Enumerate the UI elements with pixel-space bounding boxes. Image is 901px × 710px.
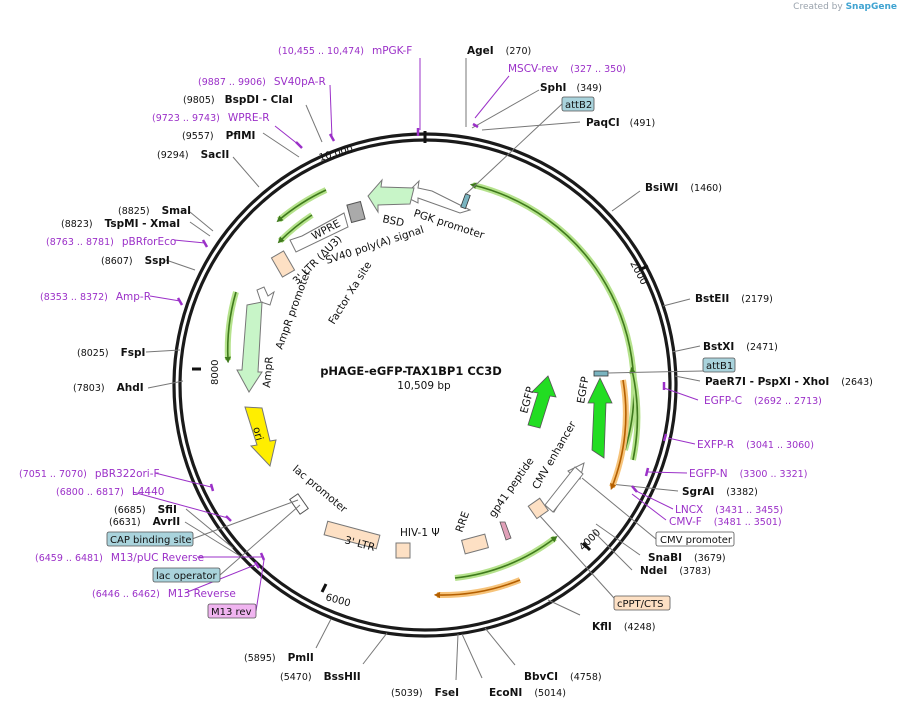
site-pflmi: (9557)PflMI: [182, 130, 255, 142]
site-kfli: KflI(4248): [592, 621, 655, 633]
hiv-label: HIV-1 Ψ: [400, 527, 440, 539]
site-bsshii: (5470)BssHII: [280, 671, 361, 683]
egfp-label-2: EGFP: [575, 376, 592, 405]
leader-lines: [145, 58, 701, 681]
rre-box: [460, 533, 490, 555]
attB1-mark: [593, 370, 609, 377]
ampr-promoter-arrow: [256, 286, 275, 306]
site-econi: EcoNI(5014): [489, 687, 566, 699]
primer-pbr322ori-f: (7051 .. 7070)pBR322ori-F: [19, 468, 160, 480]
lac-operator-box: [152, 567, 221, 583]
m13rev-text: M13 rev: [211, 607, 252, 618]
site-clai: (9805)BspDI - ClaI: [183, 94, 293, 106]
cmv-promoter-box: [655, 531, 735, 547]
primer-wpre-r: (9723 .. 9743)WPRE-R: [152, 112, 270, 124]
gp41-mark: [499, 521, 512, 541]
cppt-box: [613, 595, 671, 611]
attb2-box: [561, 96, 595, 112]
m13rev-box: [207, 603, 257, 619]
site-sgrai: SgrAI(3382): [682, 486, 758, 498]
primer-m13puc-reverse: (6459 .. 6481)M13/pUC Reverse: [35, 552, 204, 564]
primer-egfp-c: EGFP-C(2692 .. 2713): [704, 395, 822, 407]
plasmid-length: 10,509 bp: [397, 380, 451, 392]
primer-m13-reverse: (6446 .. 6462)M13 Reverse: [92, 588, 236, 600]
primer-amp-r: (8353 .. 8372)Amp-R: [40, 291, 151, 303]
ltr-box: [323, 520, 381, 550]
site-bstxi: BstXI(2471): [703, 341, 778, 353]
site-sfii: (6685)SfiI: [114, 504, 177, 516]
hiv-box: [395, 542, 411, 559]
cmv-promoter-text: CMV promoter: [660, 535, 733, 546]
primer-labels: (10,455 .. 10,474)mPGK-F MSCV-rev(327 ..…: [19, 45, 822, 600]
tick-label: 10,000: [318, 144, 355, 164]
ori-arrow: [244, 406, 277, 468]
tick-label: 6000: [324, 592, 351, 609]
rre-label: RRE: [454, 510, 473, 534]
bsd-label: BSD: [381, 213, 405, 229]
attb2-text: attB2: [565, 100, 592, 111]
bsd-arrow: [367, 178, 415, 214]
site-sacii: (9294)SacII: [157, 149, 229, 161]
ltr-dU3-box: [270, 250, 296, 278]
site-ndei: NdeI(3783): [640, 565, 711, 577]
cap-binding-text: CAP binding site: [110, 535, 192, 546]
tick-marks: [192, 131, 649, 593]
primer-egfp-n: EGFP-N(3300 .. 3321): [689, 468, 807, 480]
site-agei: AgeI(270): [467, 45, 531, 57]
site-xhoi: PaeR7I - PspXI - XhoI(2643): [705, 376, 873, 388]
site-smai: (8825)SmaI: [118, 205, 191, 217]
primer-mscv-rev: MSCV-rev(327 .. 350): [508, 63, 626, 75]
site-bsteii: BstEII(2179): [695, 293, 773, 305]
site-sspi: (8607)SspI: [101, 255, 170, 267]
ampr-arrow: [236, 301, 263, 393]
primer-marks: [176, 122, 668, 569]
site-fspi: (8025)FspI: [77, 347, 145, 359]
primer-l4440: (6800 .. 6817)L4440: [56, 486, 164, 498]
site-bbvci: BbvCI(4758): [524, 671, 602, 683]
sv40-box: [346, 200, 366, 224]
cmv-box: [527, 497, 550, 520]
egfp-arrow-1: [527, 375, 557, 429]
boxed-labels: attB2 attB1 CMV promoter cPPT/CTS CAP bi…: [106, 96, 736, 619]
site-avrii: (6631)AvrII: [109, 516, 180, 528]
tick-label: 8000: [210, 360, 221, 385]
plasmid-center: pHAGE-eGFP-TAX1BP1 CC3D 10,509 bp: [320, 364, 502, 392]
pgk-promoter-label: PGK promoter: [412, 207, 486, 241]
attb1-text: attB1: [706, 361, 733, 372]
site-paqci: PaqCI(491): [586, 117, 655, 129]
cppt-text: cPPT/CTS: [617, 599, 663, 610]
lac-operator-text: lac operator: [156, 571, 217, 582]
primer-mpgk-f: (10,455 .. 10,474)mPGK-F: [278, 45, 412, 57]
gp41-label: gp41 peptide: [487, 456, 537, 520]
primer-lncx: LNCX(3431 .. 3455): [675, 504, 783, 516]
site-xmai: (8823)TspMI - XmaI: [61, 218, 180, 230]
site-ahdi: (7803)AhdI: [73, 382, 144, 394]
primer-cmv-f: CMV-F(3481 .. 3501): [669, 516, 782, 528]
factor-xa-label: Factor Xa site: [326, 260, 374, 327]
cmv-enhancer-body: [544, 466, 584, 513]
restriction-sites: AgeI(270) SphI(349) PaqCI(491) BsiWI(146…: [61, 45, 873, 699]
attB2-mark: [460, 193, 471, 210]
pgk-promoter-arrow: [403, 179, 472, 214]
snapgene-credit: Created by SnapGene: [793, 2, 897, 12]
primer-pbrforeco: (8763 .. 8781)pBRforEco: [46, 236, 176, 248]
cap-binding-box: [106, 531, 194, 547]
ampr-label: AmpR: [261, 356, 276, 388]
egfp-arrow-2: [587, 377, 613, 459]
primer-exfp-r: EXFP-R(3041 .. 3060): [697, 439, 814, 451]
site-snabi: SnaBI(3679): [648, 552, 726, 564]
wpre-arrow: [289, 212, 349, 253]
site-sphi: SphI(349): [540, 82, 602, 94]
site-bsiwi: BsiWI(1460): [645, 182, 722, 194]
site-fsei: (5039)FseI: [391, 687, 459, 699]
lac-promoter-mark: [289, 493, 309, 515]
features: [236, 178, 613, 559]
ori-label: ori: [250, 426, 265, 442]
orf-arcs: [224, 182, 641, 599]
attb1-box: [702, 357, 736, 373]
site-pmli: (5895)PmlI: [244, 652, 314, 664]
primer-sv40pa-r: (9887 .. 9906)SV40pA-R: [198, 76, 326, 88]
plasmid-name: pHAGE-eGFP-TAX1BP1 CC3D: [320, 364, 502, 378]
